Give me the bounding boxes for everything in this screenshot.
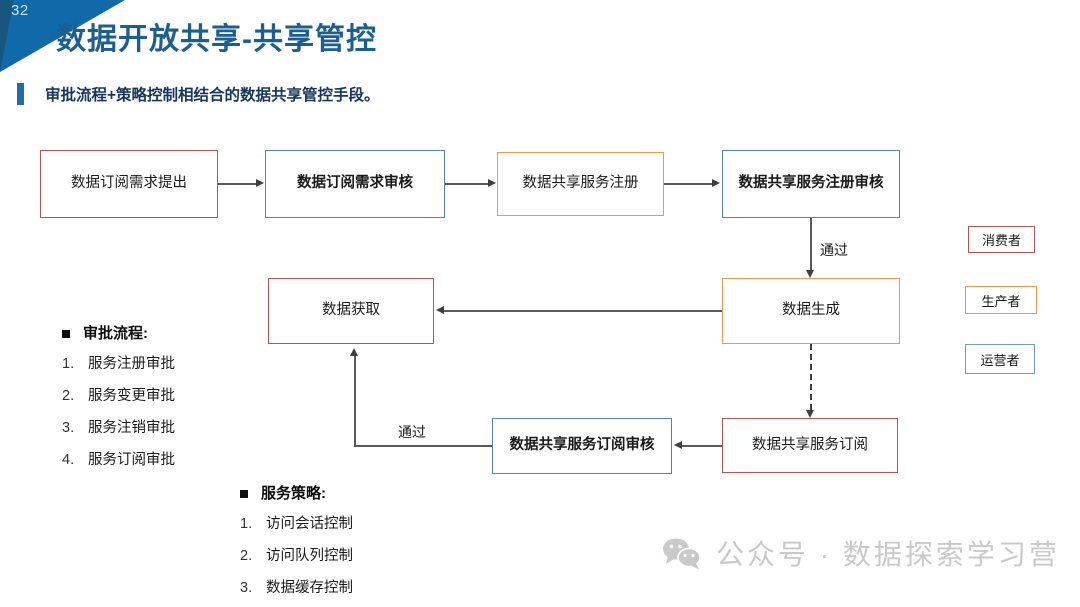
list-item: 3. 服务注销审批 <box>62 416 175 437</box>
list-heading-label: 审批流程: <box>83 325 148 342</box>
list-heading: 审批流程: <box>62 322 175 343</box>
connector-line <box>218 183 258 185</box>
legend-item-label: 消费者 <box>981 233 1021 248</box>
connector-arrowhead <box>805 270 814 278</box>
flow-node-label: 数据生成 <box>782 302 840 319</box>
legend-item-producer: 生产者 <box>965 286 1037 314</box>
connector-line <box>682 445 722 447</box>
flow-node-label: 数据共享服务订阅 <box>752 436 868 453</box>
list-item: 3. 数据缓存控制 <box>240 576 353 597</box>
connector-line <box>664 183 714 185</box>
list-item-label: 服务变更审批 <box>88 388 175 404</box>
connector-arrowhead <box>712 178 720 187</box>
list-item-label: 服务注销审批 <box>88 420 175 436</box>
square-bullet-icon <box>62 330 70 338</box>
list-approval-flow: 审批流程: 1. 服务注册审批 2. 服务变更审批 3. 服务注销审批 4. 服… <box>62 322 175 480</box>
ribbon-triangle <box>0 0 125 72</box>
list-item-index: 3. <box>62 420 75 436</box>
connector-line <box>354 445 492 447</box>
list-item-index: 3. <box>240 580 253 596</box>
list-item-index: 2. <box>240 548 253 564</box>
list-item-label: 服务订阅审批 <box>88 452 175 468</box>
flow-node-label: 数据共享服务注册 <box>522 175 639 192</box>
flow-node-label: 数据共享服务注册审核 <box>738 175 884 192</box>
flow-node-data-acquire[interactable]: 数据获取 <box>268 278 434 344</box>
flow-node-label: 数据获取 <box>322 302 380 319</box>
watermark: 公众号 · 数据探索学习营 <box>662 533 1060 573</box>
connector-arrowhead <box>674 440 682 449</box>
connector-line <box>445 183 490 185</box>
list-item: 2. 访问队列控制 <box>240 544 353 565</box>
connector-arrowhead <box>805 410 814 418</box>
edge-label-register-pass: 通过 <box>820 242 848 258</box>
list-item: 1. 服务注册审批 <box>62 352 175 373</box>
connector-line <box>444 310 722 312</box>
flow-node-share-service-register[interactable]: 数据共享服务注册 <box>497 152 664 216</box>
connector-line-dashed <box>810 344 812 410</box>
wechat-icon <box>663 538 701 569</box>
list-service-policy: 服务策略: 1. 访问会话控制 2. 访问队列控制 3. 数据缓存控制 <box>240 482 353 607</box>
square-bullet-icon <box>240 490 248 498</box>
list-item-label: 数据缓存控制 <box>266 580 353 596</box>
flow-node-share-service-register-review[interactable]: 数据共享服务注册审核 <box>722 150 900 218</box>
connector-arrowhead <box>350 348 358 356</box>
flow-node-subscribe-request-review[interactable]: 数据订阅需求审核 <box>265 150 445 218</box>
legend-item-label: 运营者 <box>980 352 1020 368</box>
ribbon-edge-accent <box>0 0 14 72</box>
flow-node-share-service-subscribe[interactable]: 数据共享服务订阅 <box>722 418 898 473</box>
connector-line <box>810 218 812 270</box>
list-heading: 服务策略: <box>240 482 353 503</box>
flow-node-label: 数据订阅需求提出 <box>71 175 187 192</box>
corner-ribbon <box>0 0 125 72</box>
list-heading-label: 服务策略: <box>261 485 326 502</box>
connector-line <box>354 356 356 446</box>
flow-node-label: 数据共享服务订阅审核 <box>509 437 655 454</box>
connector-arrowhead <box>488 178 496 187</box>
page-number: 32 <box>11 2 29 19</box>
list-item-index: 2. <box>62 388 75 404</box>
watermark-text: 公众号 · 数据探索学习营 <box>716 539 1060 570</box>
list-item-label: 访问会话控制 <box>266 516 353 532</box>
subtitle-marker-bar <box>17 83 24 105</box>
legend-item-operator: 运营者 <box>965 344 1035 374</box>
flow-node-label: 数据订阅需求审核 <box>297 175 413 192</box>
list-item-index: 1. <box>240 516 253 532</box>
subtitle-text: 审批流程+策略控制相结合的数据共享管控手段。 <box>45 87 380 104</box>
list-item-index: 4. <box>62 452 75 468</box>
legend-item-label: 生产者 <box>981 293 1021 309</box>
page-title: 数据开放共享-共享管控 <box>56 23 377 56</box>
flow-node-subscribe-request[interactable]: 数据订阅需求提出 <box>40 150 218 218</box>
list-item-label: 访问队列控制 <box>266 548 353 564</box>
list-item-label: 服务注册审批 <box>88 356 175 372</box>
legend-item-consumer: 消费者 <box>968 226 1035 253</box>
list-item-index: 1. <box>62 356 75 372</box>
connector-arrowhead <box>436 305 444 314</box>
connector-arrowhead <box>256 178 264 187</box>
flow-node-share-service-subscribe-review[interactable]: 数据共享服务订阅审核 <box>492 418 672 474</box>
list-item: 4. 服务订阅审批 <box>62 448 175 469</box>
edge-label-subscribe-pass: 通过 <box>398 424 426 440</box>
list-item: 1. 访问会话控制 <box>240 512 353 533</box>
subtitle-row: 审批流程+策略控制相结合的数据共享管控手段。 <box>17 83 380 105</box>
list-item: 2. 服务变更审批 <box>62 384 175 405</box>
flow-node-data-generate[interactable]: 数据生成 <box>722 278 900 344</box>
